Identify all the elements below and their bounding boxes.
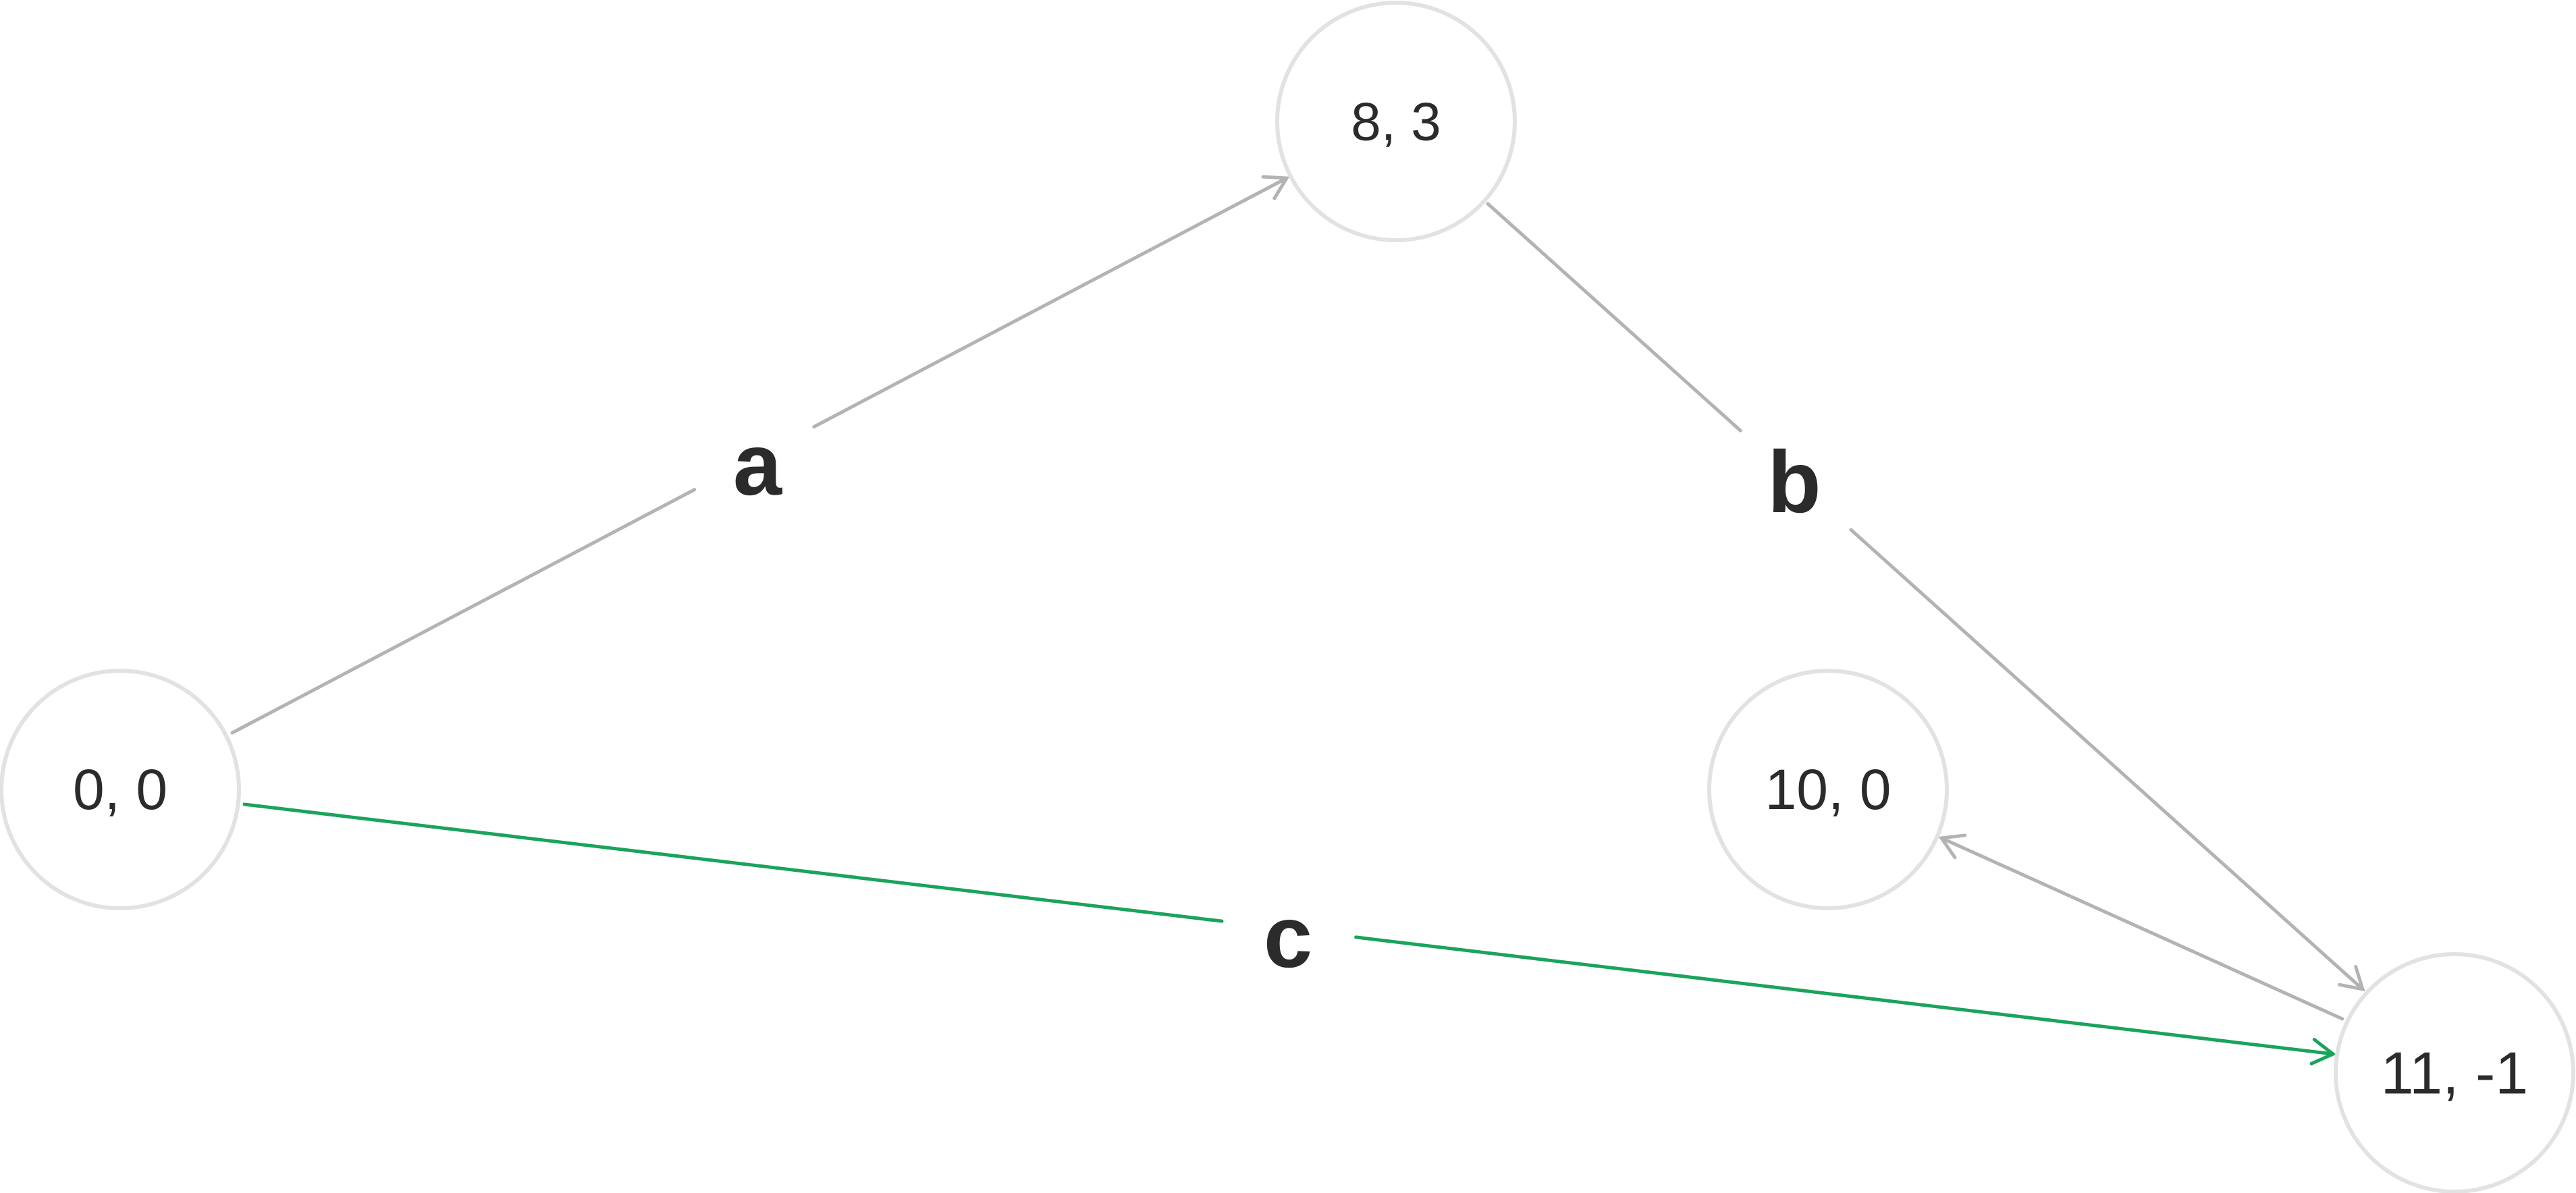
edge-b-label: b <box>1767 433 1821 531</box>
node-0-0[interactable]: 0, 0 <box>0 669 241 910</box>
edge-c-arrowhead <box>2309 1038 2336 1065</box>
edge-a-label: a <box>733 415 783 514</box>
node-11-minus-1-circle <box>2334 952 2575 1193</box>
node-11-minus-1-label: 11, -1 <box>2381 1040 2529 1107</box>
edge-c-segment-2 <box>1354 935 2335 1056</box>
node-10-0-circle <box>1707 669 1949 910</box>
edge-b-arrowhead <box>2338 965 2365 992</box>
edge-a-arrowhead <box>1261 175 1290 200</box>
node-10-0-label: 10, 0 <box>1765 758 1891 821</box>
edge-d[interactable] <box>1938 833 2344 1021</box>
node-11-minus-1[interactable]: 11, -1 <box>2334 952 2575 1193</box>
edge-a-segment-2 <box>812 176 1289 428</box>
edge-c-segment-1 <box>242 802 1224 923</box>
node-10-0[interactable]: 10, 0 <box>1707 669 1949 910</box>
node-8-3[interactable]: 8, 3 <box>1275 1 1517 242</box>
edge-a-segment-1 <box>230 488 697 735</box>
edge-c[interactable]: c <box>242 802 2336 1065</box>
node-0-0-circle <box>0 669 241 910</box>
edge-a[interactable]: a <box>230 175 1290 735</box>
edge-b[interactable]: b <box>1486 202 2365 992</box>
node-0-0-label: 0, 0 <box>73 758 167 821</box>
edge-b-segment-2 <box>1849 528 2365 991</box>
edge-d-arrowhead <box>1938 833 1967 860</box>
node-8-3-circle <box>1275 1 1517 242</box>
edges: a b c <box>230 175 2365 1065</box>
edge-d-segment-1 <box>1939 836 2344 1021</box>
edge-b-segment-1 <box>1486 202 1742 433</box>
edge-c-label: c <box>1264 887 1312 986</box>
node-8-3-label: 8, 3 <box>1351 92 1441 152</box>
